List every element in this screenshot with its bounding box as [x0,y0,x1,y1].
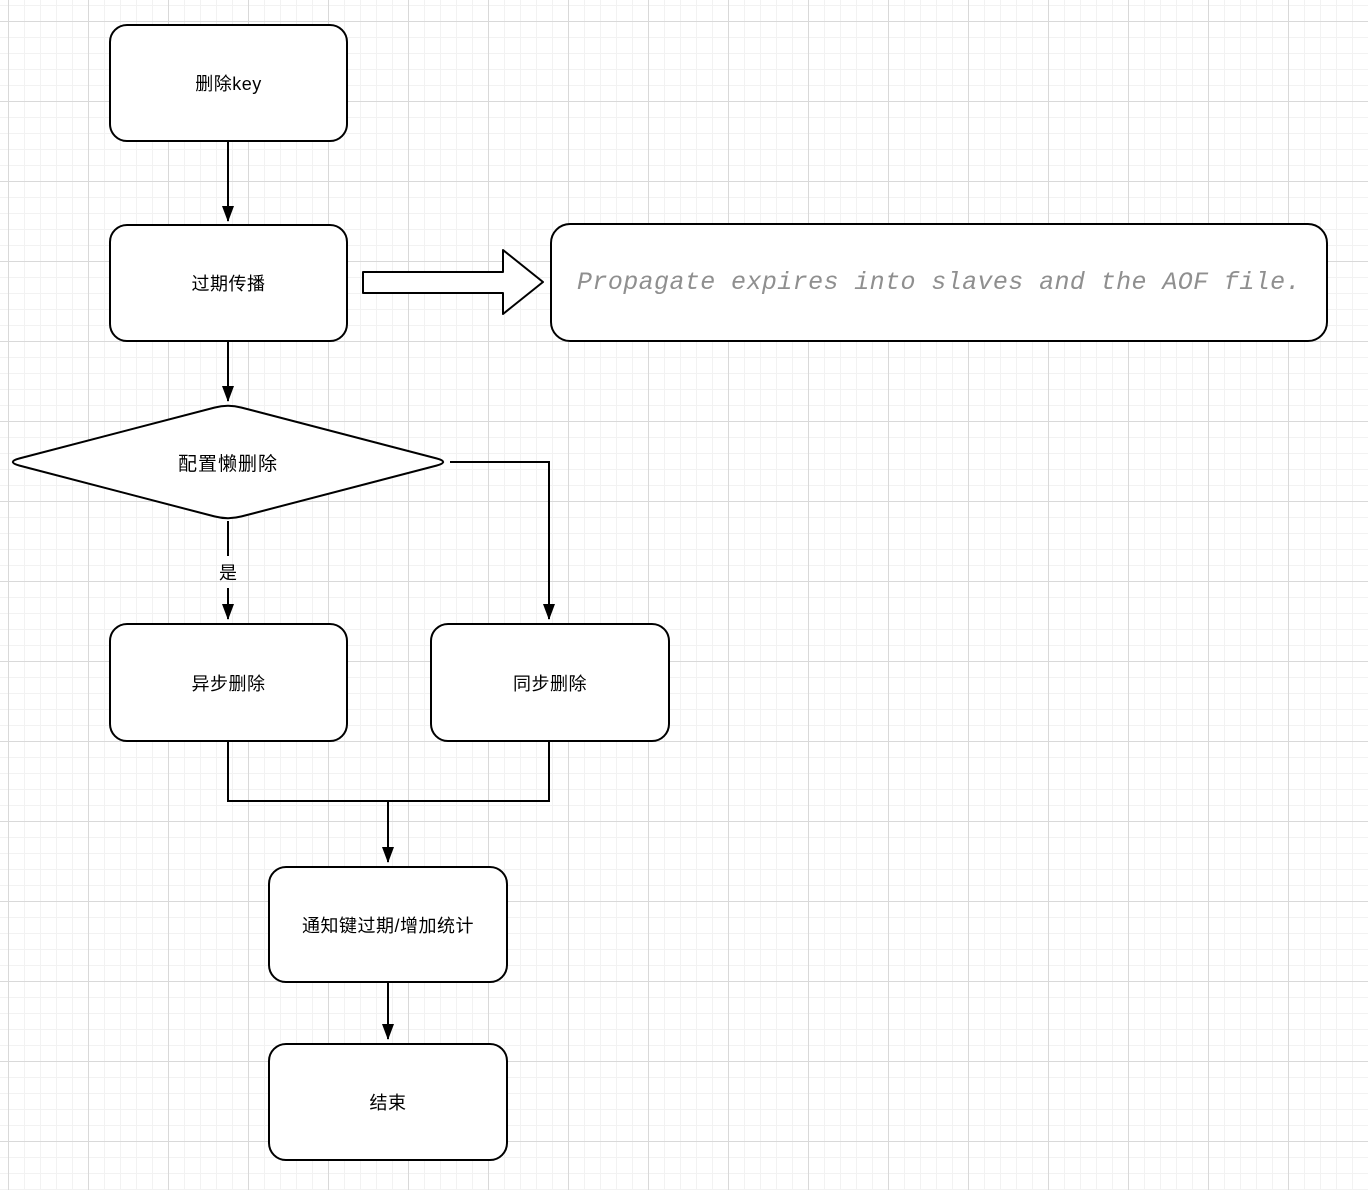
node-end[interactable]: 结束 [268,1043,508,1161]
node-sync-delete[interactable]: 同步删除 [430,623,670,742]
node-end-label: 结束 [369,1093,407,1113]
node-notify-stats[interactable]: 通知键过期/增加统计 [268,866,508,983]
node-sync-delete-label: 同步删除 [513,673,587,694]
node-expire-propagate-label: 过期传播 [191,274,266,294]
note-text: Propagate expires into slaves and the AO… [577,268,1301,297]
decision-lazy-delete-label: 配置懒删除 [177,453,278,475]
decision-diamond-shape[interactable] [11,404,445,520]
block-arrow-shape[interactable] [362,249,544,315]
note-box[interactable]: Propagate expires into slaves and the AO… [550,223,1328,342]
node-async-delete[interactable]: 异步删除 [109,623,348,742]
node-async-delete-label: 异步删除 [191,673,266,694]
edge-label-yes: 是 [219,563,237,583]
node-delete-key[interactable]: 删除key [109,24,348,142]
node-expire-propagate[interactable]: 过期传播 [109,224,348,342]
edge-decision-to-sync [450,461,555,620]
node-notify-stats-label: 通知键过期/增加统计 [301,915,474,936]
node-delete-key-label: 删除key [195,74,262,94]
edge-merge-bar [227,742,550,802]
